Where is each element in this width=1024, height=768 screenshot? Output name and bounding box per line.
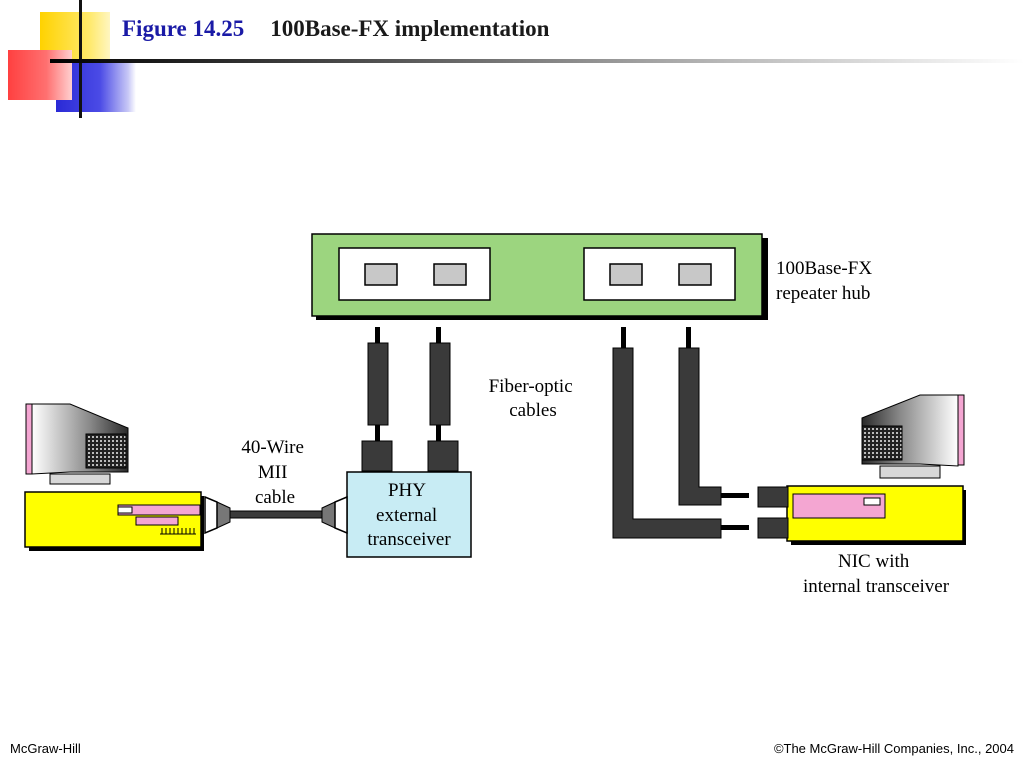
page-title: Figure 14.25 100Base-FX implementation bbox=[122, 16, 549, 42]
footer-publisher: McGraw-Hill bbox=[10, 741, 81, 756]
nic-pc-case bbox=[786, 485, 966, 545]
hub-port-block-left bbox=[338, 247, 491, 301]
left-monitor bbox=[25, 403, 129, 485]
right-computer bbox=[757, 394, 966, 545]
hub-port-block-right bbox=[583, 247, 736, 301]
title-underline bbox=[50, 59, 1024, 63]
fiber-label: Fiber-optic cables bbox=[489, 376, 578, 421]
phy-label: PHY external transceiver bbox=[367, 480, 451, 550]
nic-label: NIC with internal transceiver bbox=[803, 551, 950, 597]
fiber-cable-right-pair bbox=[612, 327, 749, 539]
right-monitor bbox=[861, 394, 965, 479]
figure-number: Figure 14.25 bbox=[122, 16, 245, 41]
nic-fiber-connectors bbox=[757, 486, 789, 539]
mii-label: 40-Wire MII cable bbox=[241, 437, 308, 508]
footer-copyright: ©The McGraw-Hill Companies, Inc., 2004 bbox=[773, 741, 1014, 756]
left-pc-case bbox=[24, 491, 204, 551]
hub-label: 100Base-FX repeater hub bbox=[776, 258, 877, 304]
figure-title: 100Base-FX implementation bbox=[270, 16, 550, 41]
left-computer bbox=[24, 403, 204, 551]
mii-cable bbox=[204, 495, 348, 535]
fiber-cable-left-pair bbox=[361, 327, 459, 472]
repeater-hub bbox=[311, 233, 768, 320]
deco-red-square bbox=[8, 50, 72, 100]
corner-decoration bbox=[0, 0, 140, 118]
